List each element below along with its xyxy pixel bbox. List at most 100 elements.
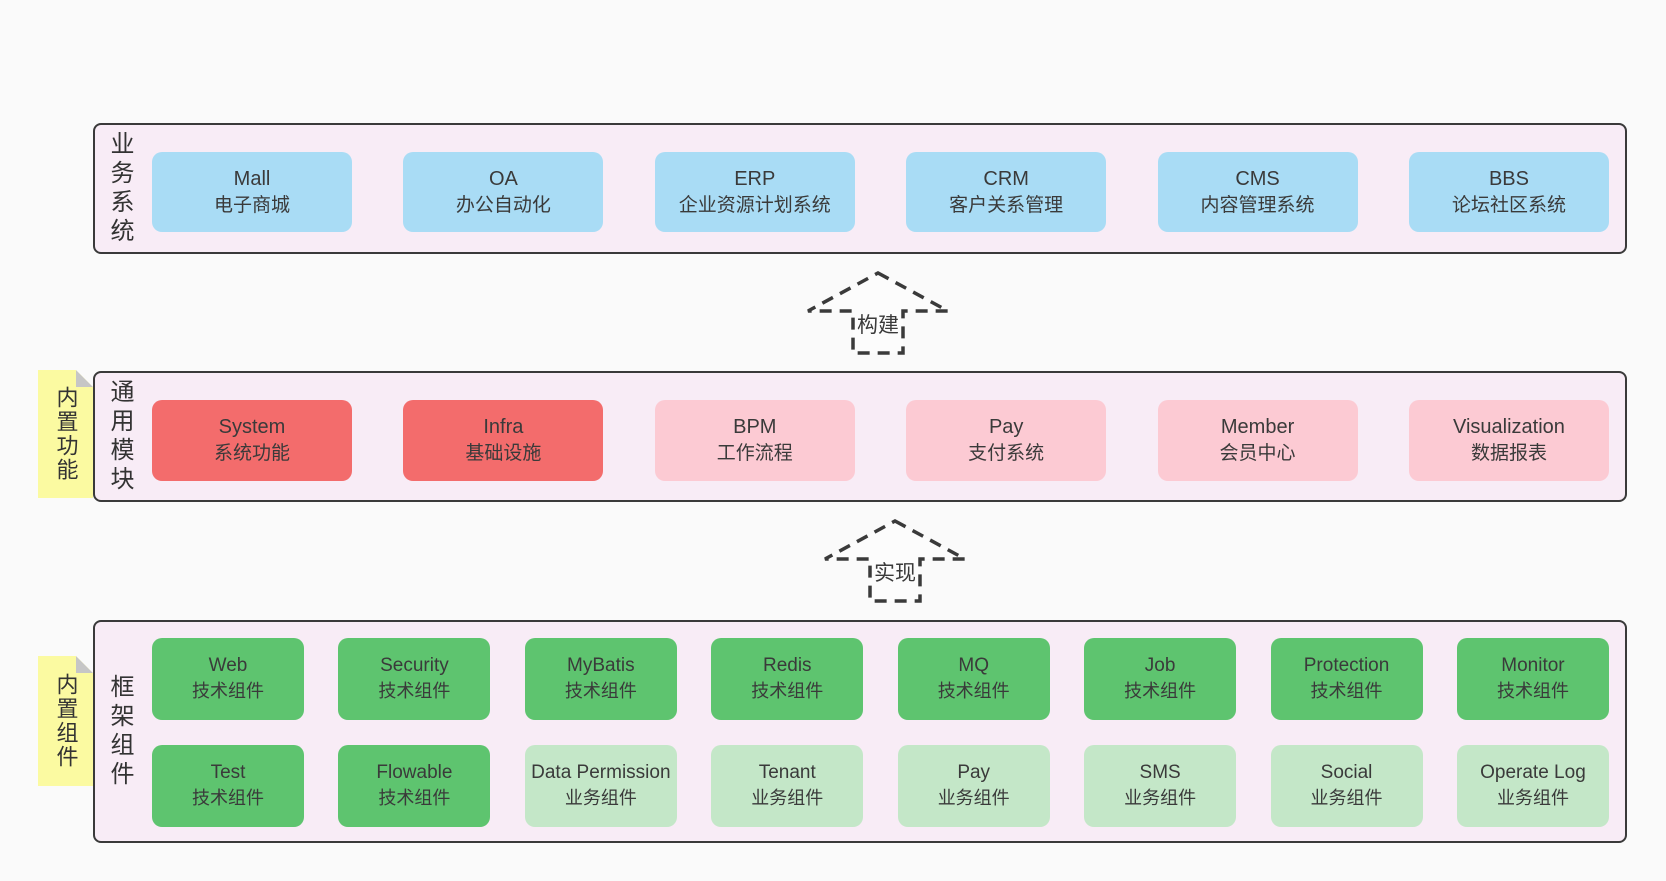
box-infra: Infra 基础设施 bbox=[403, 400, 604, 481]
box-name-zh: 客户关系管理 bbox=[949, 194, 1064, 216]
box-visualization: Visualization 数据报表 bbox=[1408, 400, 1609, 481]
box-name-en: Visualization bbox=[1452, 416, 1565, 439]
box-tenant: Tenant 业务组件 bbox=[711, 745, 864, 827]
build-arrow-label: 构建 bbox=[856, 314, 900, 338]
box-name-en: MQ bbox=[958, 655, 989, 677]
box-name-zh: 业务组件 bbox=[1124, 788, 1197, 809]
box-name-zh: 基础设施 bbox=[465, 443, 542, 465]
box-name-zh: 业务组件 bbox=[937, 788, 1010, 809]
box-mall: Mall 电子商城 bbox=[152, 152, 352, 232]
box-name-zh: 技术组件 bbox=[378, 788, 451, 809]
box-name-en: Flowable bbox=[376, 762, 453, 784]
box-name-zh: 技术组件 bbox=[1310, 681, 1383, 702]
box-member: Member 会员中心 bbox=[1157, 400, 1358, 481]
box-name-en: Infra bbox=[483, 416, 524, 439]
box-redis: Redis 技术组件 bbox=[711, 638, 864, 720]
box-name-en: Protection bbox=[1303, 655, 1390, 677]
box-name-zh: 论坛社区系统 bbox=[1451, 194, 1566, 216]
box-name-en: SMS bbox=[1139, 762, 1181, 784]
box-name-en: MyBatis bbox=[567, 655, 635, 677]
box-name-zh: 业务组件 bbox=[1496, 788, 1569, 809]
box-system: System 系统功能 bbox=[152, 400, 352, 481]
box-name-en: Monitor bbox=[1501, 655, 1565, 677]
box-name-en: OA bbox=[488, 167, 518, 190]
box-cms: CMS 内容管理系统 bbox=[1157, 152, 1358, 232]
box-name-en: Test bbox=[210, 762, 246, 784]
box-erp: ERP 企业资源计划系统 bbox=[654, 152, 855, 232]
box-data-permission: Data Permission 业务组件 bbox=[524, 745, 677, 827]
box-name-en: Pay bbox=[957, 762, 991, 784]
box-name-zh: 技术组件 bbox=[751, 681, 824, 702]
box-name-en: ERP bbox=[734, 167, 776, 190]
box-name-en: BBS bbox=[1488, 167, 1529, 190]
box-name-en: Member bbox=[1220, 416, 1295, 439]
box-name-zh: 工作流程 bbox=[716, 443, 793, 465]
box-name-zh: 企业资源计划系统 bbox=[678, 194, 831, 216]
box-name-zh: 业务组件 bbox=[564, 788, 637, 809]
box-name-zh: 技术组件 bbox=[937, 681, 1010, 702]
box-name-en: Job bbox=[1144, 655, 1176, 677]
note-folded-corner bbox=[76, 370, 93, 387]
box-name-zh: 技术组件 bbox=[192, 681, 264, 702]
box-name-zh: 技术组件 bbox=[192, 788, 264, 809]
box-name-en: Web bbox=[208, 655, 248, 677]
box-name-zh: 技术组件 bbox=[378, 681, 451, 702]
box-name-en: CMS bbox=[1235, 167, 1280, 190]
box-flowable: Flowable 技术组件 bbox=[338, 745, 491, 827]
box-pay: Pay 业务组件 bbox=[897, 745, 1050, 827]
common-modules-vertical-title: 通用模块 bbox=[106, 378, 133, 495]
box-test: Test 技术组件 bbox=[152, 745, 304, 827]
implement-arrow-label: 实现 bbox=[873, 562, 917, 586]
box-name-en: System bbox=[218, 416, 286, 439]
box-name-zh: 技术组件 bbox=[1496, 681, 1569, 702]
box-job: Job 技术组件 bbox=[1084, 638, 1237, 720]
box-name-zh: 会员中心 bbox=[1219, 443, 1296, 465]
box-name-en: Data Permission bbox=[531, 762, 671, 784]
box-name-zh: 技术组件 bbox=[564, 681, 637, 702]
common-modules-row-1: System 系统功能 Infra 基础设施 BPM 工作流程 Pay 支付系统 Member 会… bbox=[152, 400, 1609, 481]
dashed-up-arrow-icon: 构建 bbox=[805, 270, 951, 356]
box-bbs: BBS 论坛社区系统 bbox=[1408, 152, 1609, 232]
common-modules-panel: 通用模块 System 系统功能 Infra 基础设施 BPM 工作流程 Pay 支付系统 Mem… bbox=[93, 371, 1627, 502]
box-name-en: Tenant bbox=[758, 762, 816, 784]
box-sms: SMS 业务组件 bbox=[1084, 745, 1237, 827]
box-name-zh: 支付系统 bbox=[968, 443, 1045, 465]
box-web: Web 技术组件 bbox=[152, 638, 304, 720]
box-name-zh: 数据报表 bbox=[1470, 443, 1547, 465]
box-protection: Protection 技术组件 bbox=[1270, 638, 1423, 720]
business-systems-vertical-title: 业务系统 bbox=[106, 130, 133, 247]
box-name-zh: 业务组件 bbox=[751, 788, 824, 809]
box-crm: CRM 客户关系管理 bbox=[906, 152, 1107, 232]
box-security: Security 技术组件 bbox=[338, 638, 491, 720]
box-bpm: BPM 工作流程 bbox=[654, 400, 855, 481]
box-name-en: BPM bbox=[733, 416, 777, 439]
box-name-en: Pay bbox=[988, 416, 1024, 439]
box-name-en: Redis bbox=[762, 655, 812, 677]
box-name-en: CRM bbox=[983, 167, 1029, 190]
box-pay: Pay 支付系统 bbox=[906, 400, 1107, 481]
note-folded-corner bbox=[76, 656, 93, 673]
box-name-zh: 内容管理系统 bbox=[1200, 194, 1315, 216]
framework-components-panel: 框架组件 Web 技术组件 Security 技术组件 MyBatis 技术组件 Redis 技… bbox=[93, 620, 1627, 843]
framework-components-vertical-title: 框架组件 bbox=[106, 673, 133, 790]
box-mybatis: MyBatis 技术组件 bbox=[524, 638, 677, 720]
box-name-zh: 技术组件 bbox=[1124, 681, 1197, 702]
box-name-zh: 业务组件 bbox=[1310, 788, 1383, 809]
box-name-en: Mall bbox=[233, 167, 271, 190]
sticky-note-framework-components: 内置组件 bbox=[38, 656, 93, 786]
box-mq: MQ 技术组件 bbox=[897, 638, 1050, 720]
box-name-zh: 系统功能 bbox=[213, 443, 290, 465]
box-name-en: Security bbox=[380, 655, 449, 677]
box-name-zh: 电子商城 bbox=[213, 194, 290, 216]
sticky-note-common-modules: 内置功能 bbox=[38, 370, 93, 498]
sticky-note-label: 内置功能 bbox=[53, 386, 79, 482]
sticky-note-label: 内置组件 bbox=[53, 673, 79, 769]
